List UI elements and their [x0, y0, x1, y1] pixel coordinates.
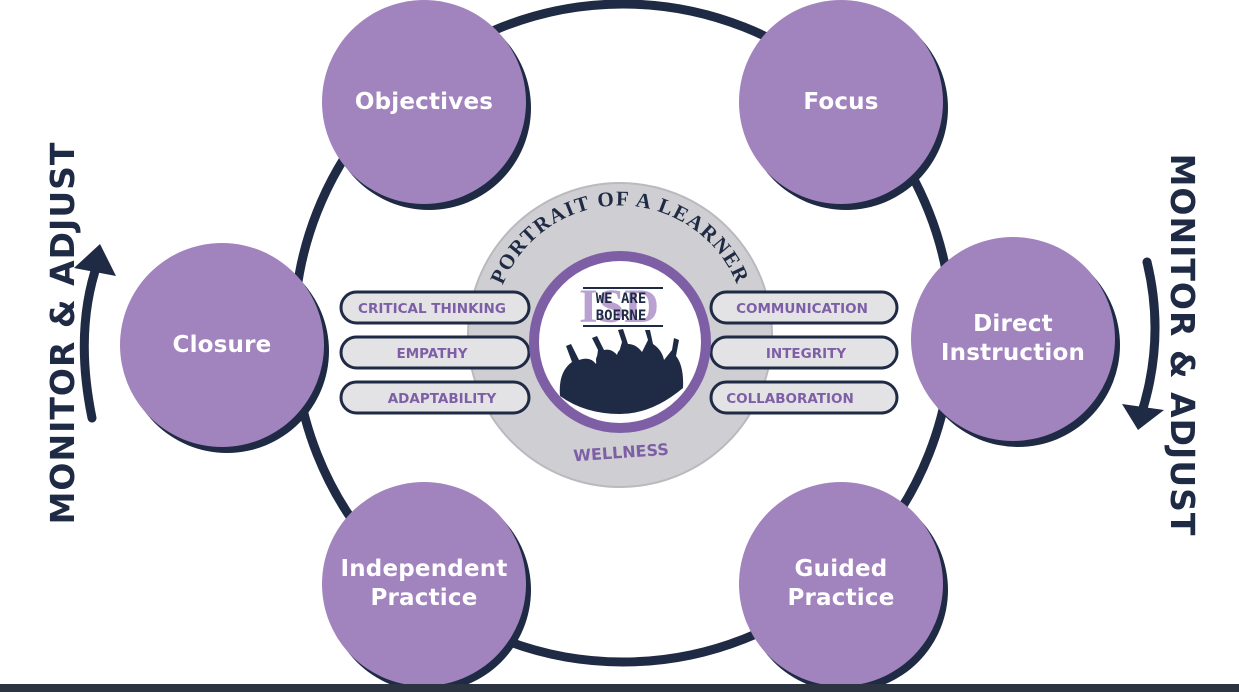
traits-right: COMMUNICATION INTEGRITY COLLABORATION	[709, 290, 899, 415]
node-closure-label: Closure	[172, 331, 272, 358]
node-direct-instruction-label: Direct Instruction	[940, 311, 1086, 366]
monitor-adjust-right: MONITOR & ADJUST	[1122, 154, 1202, 537]
monitor-adjust-left: MONITOR & ADJUST	[43, 142, 116, 525]
node-closure: Closure	[120, 243, 324, 447]
node-direct-instruction: Direct Instruction	[911, 237, 1115, 441]
node-guided-practice: Guided Practice	[739, 482, 943, 686]
trait-adaptability: ADAPTABILITY	[388, 391, 497, 407]
monitor-adjust-left-arrow	[79, 257, 103, 423]
trait-pill-collaboration	[709, 380, 899, 415]
trait-pill-communication	[709, 290, 899, 325]
trait-collaboration: COLLABORATION	[726, 391, 854, 407]
logo-we-are: WE ARE	[596, 291, 647, 307]
node-focus: Focus	[739, 0, 943, 204]
monitor-adjust-right-arrow	[1135, 257, 1160, 423]
arrow-down-head-icon	[1122, 404, 1164, 430]
trait-pill-critical-thinking	[339, 290, 531, 325]
logo-boerne: BOERNE	[596, 308, 647, 324]
portrait-of-a-learner-emblem: PORTRAIT OF A LEARNER CRITICAL THINKING …	[339, 182, 899, 488]
traits-left: CRITICAL THINKING EMPATHY ADAPTABILITY	[339, 290, 531, 415]
trait-pill-integrity	[709, 335, 899, 370]
node-objectives-label: Objectives	[354, 88, 494, 115]
trait-integrity: INTEGRITY	[766, 346, 846, 362]
arrow-up-head-icon	[74, 244, 116, 276]
crowd-silhouette-icon	[559, 329, 684, 414]
trait-critical-thinking: CRITICAL THINKING	[358, 301, 506, 317]
bottom-border	[0, 684, 1239, 692]
node-guided-practice-label: Guided Practice	[787, 556, 895, 611]
trait-empathy: EMPATHY	[397, 346, 468, 362]
node-independent-practice: Independent Practice	[322, 482, 526, 686]
node-objectives: Objectives	[322, 0, 526, 204]
monitor-adjust-right-label: MONITOR & ADJUST	[1163, 154, 1202, 537]
node-independent-practice-label: Independent Practice	[340, 556, 508, 611]
monitor-adjust-left-label: MONITOR & ADJUST	[43, 142, 82, 525]
node-focus-label: Focus	[803, 88, 879, 115]
isd-logo: ISD WE ARE BOERNE	[579, 280, 663, 333]
trait-pill-adaptability	[339, 380, 531, 415]
trait-communication: COMMUNICATION	[736, 301, 868, 317]
trait-pill-empathy	[339, 335, 531, 370]
